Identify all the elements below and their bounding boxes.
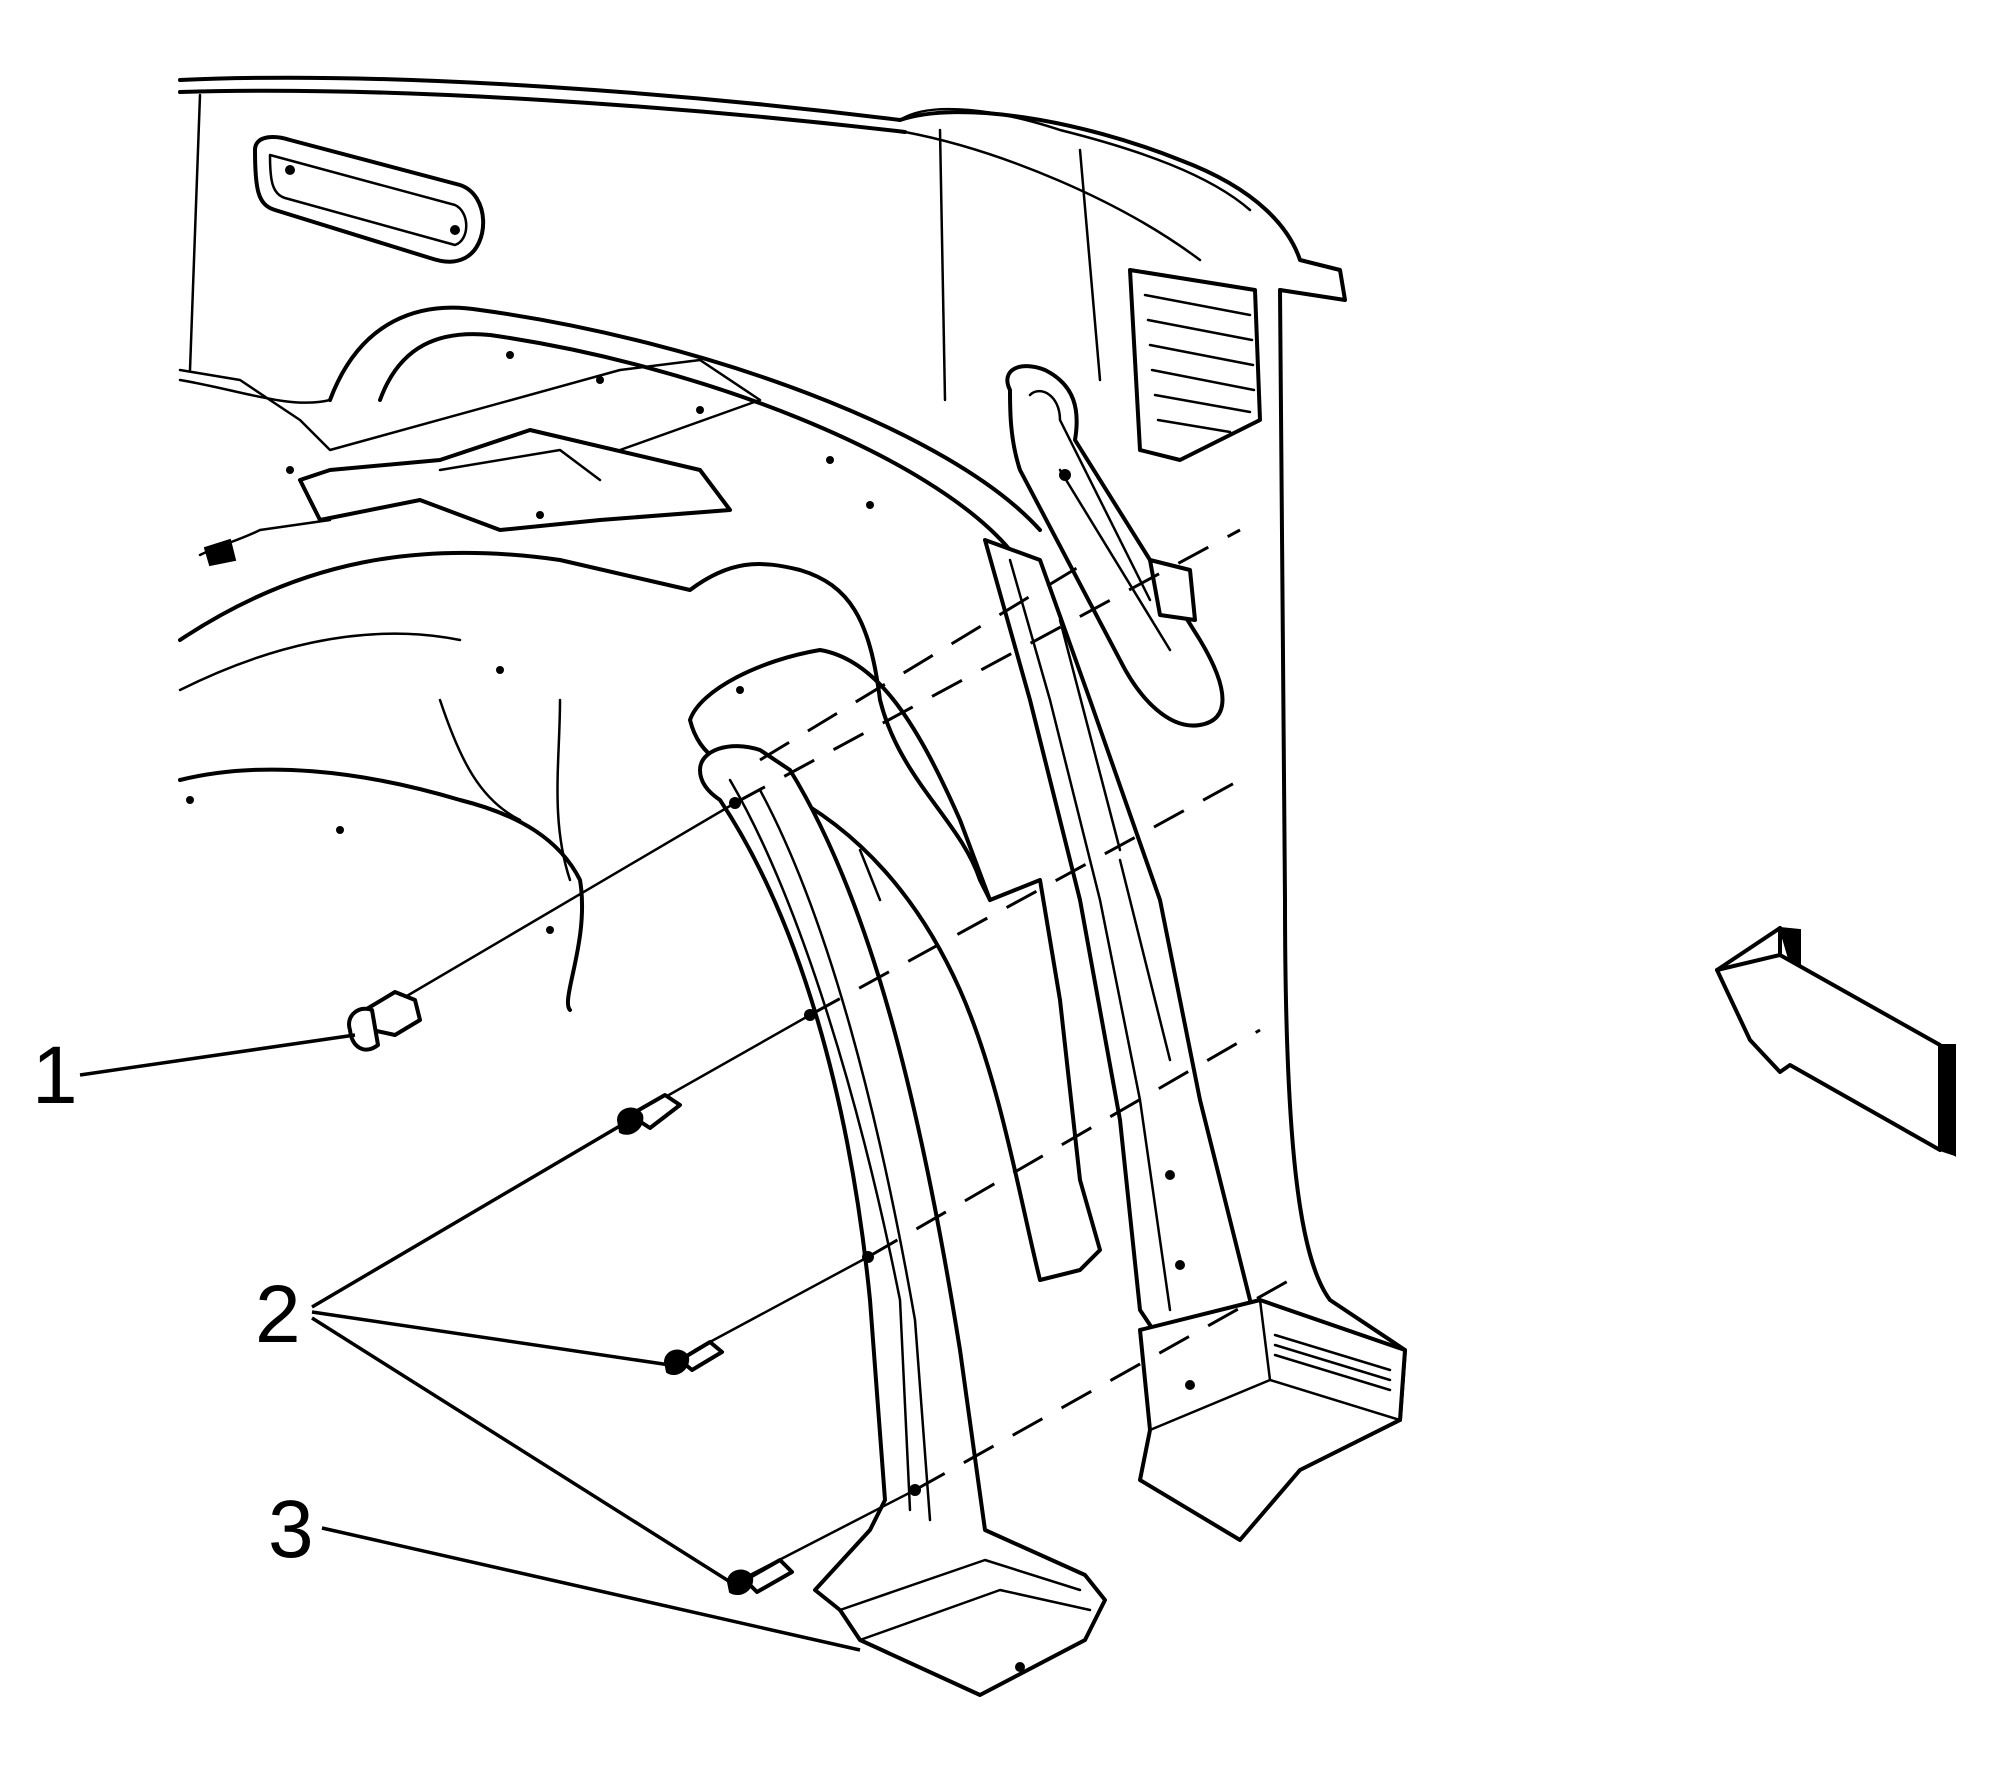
vent-grille — [1128, 268, 1262, 462]
rear-sill-step — [1138, 1298, 1407, 1542]
upper-body-panel — [178, 75, 1407, 1422]
alignment-dashes — [734, 528, 1291, 1492]
pillar-lower-trim-part-3 — [698, 744, 1107, 1697]
callout-2: 2 — [255, 1269, 301, 1360]
push-pin-retainer-part-1 — [347, 801, 737, 1052]
callout-leaders — [79, 1033, 861, 1652]
seatbelt-assembly — [983, 364, 1262, 1342]
fastener-middle-part-2 — [663, 1255, 870, 1376]
callout-3: 3 — [268, 1484, 314, 1575]
fastener-lower-part-2 — [726, 1488, 917, 1596]
roof-header — [178, 305, 1042, 552]
floor-panel — [178, 358, 992, 1012]
callout-1: 1 — [32, 1030, 78, 1121]
fastener-upper-part-2 — [616, 1013, 812, 1135]
view-direction-arrow-icon — [1715, 926, 1956, 1157]
